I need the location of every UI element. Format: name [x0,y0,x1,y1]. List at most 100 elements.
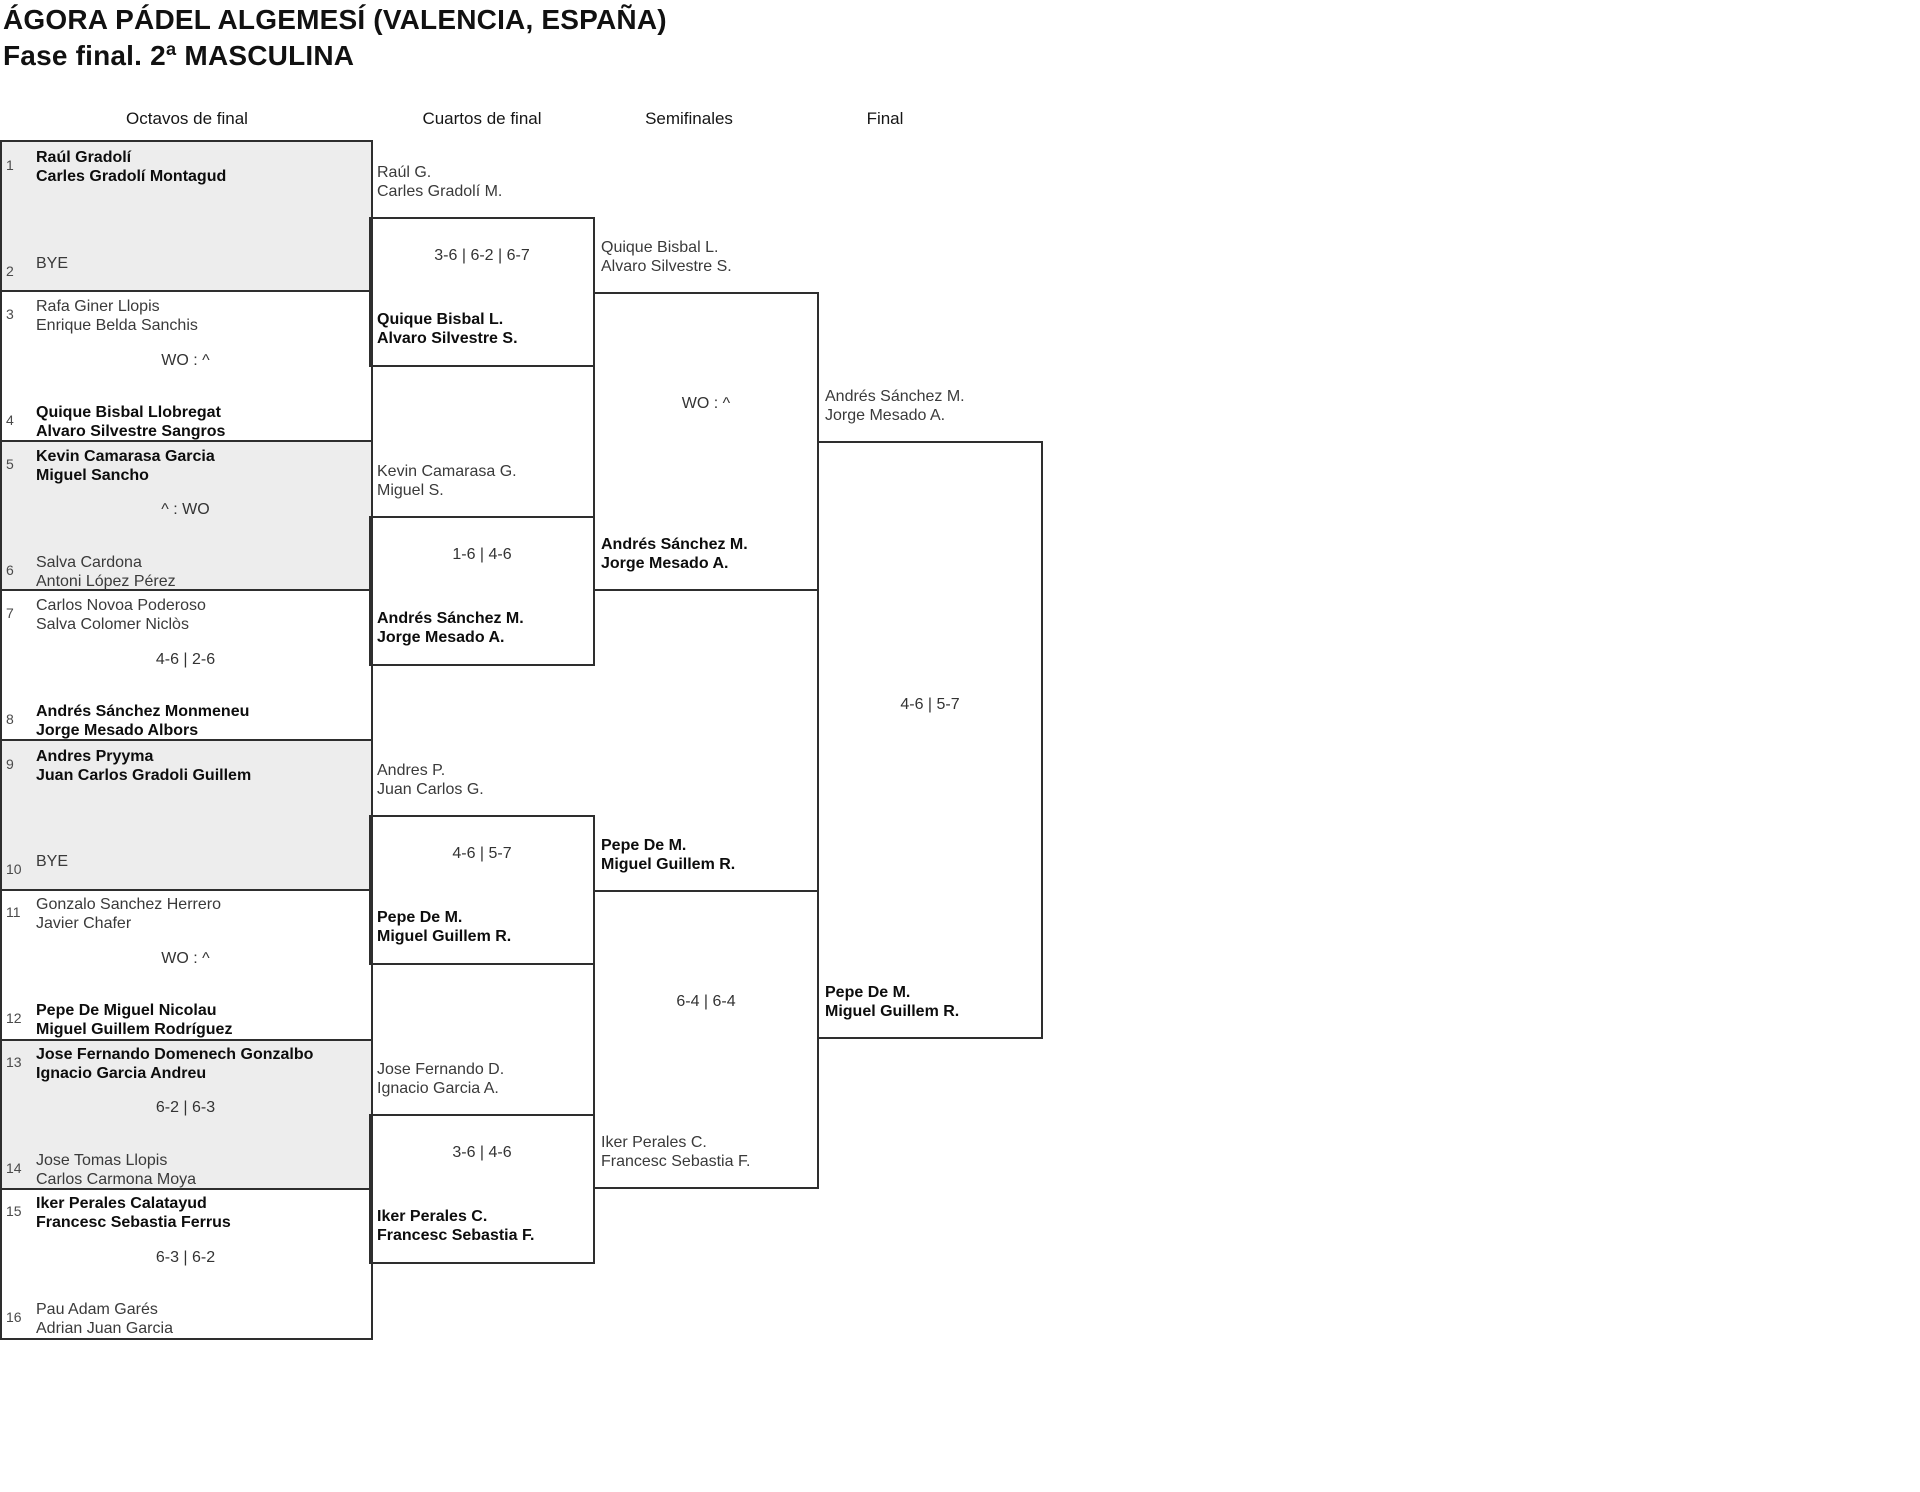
player-name: Iker Perales Calatayud [36,1195,207,1212]
player-name: Raúl Gradolí [36,149,132,166]
player-name: Pepe De M. [601,837,687,854]
seed-number: 9 [6,756,14,772]
player-name: Raúl G. [377,164,432,181]
team-entry: Andrés Sánchez M. Jorge Mesado A. [601,535,748,573]
match-score: WO : ^ [681,395,731,412]
player-name: Salva Colomer Niclòs [36,616,189,633]
team-entry: Andrés Sánchez M. Jorge Mesado A. [377,609,524,647]
team-entry: Andres Pryyma Juan Carlos Gradoli Guille… [36,747,251,785]
player-name: Miguel Sancho [36,467,149,484]
final-match-box [817,441,1043,1039]
player-name: Francesc Sebastia F. [601,1153,751,1170]
player-name: Ignacio Garcia A. [377,1080,499,1097]
player-name: Miguel S. [377,482,444,499]
player-name: Salva Cardona [36,554,142,571]
player-name: Quique Bisbal Llobregat [36,404,221,421]
player-name: Andres Pryyma [36,748,154,765]
semifinal-match-box [593,890,819,1189]
player-name: Andrés Sánchez Monmeneu [36,703,250,720]
seed-number: 12 [6,1010,22,1026]
match-score: 3-6 | 4-6 [452,1144,512,1161]
player-name: Jose Fernando D. [377,1061,505,1078]
seed-number: 14 [6,1160,22,1176]
match-cell [2,142,371,292]
player-name: Juan Carlos Gradoli Guillem [36,767,252,784]
team-entry: Salva Cardona Antoni López Pérez [36,553,176,591]
seed-number: 5 [6,456,14,472]
seed-number: 16 [6,1309,22,1325]
player-name: Pau Adam Garés [36,1301,158,1318]
team-entry: Quique Bisbal L. Alvaro Silvestre S. [601,238,732,276]
seed-number: 13 [6,1054,22,1070]
player-name: Rafa Giner Llopis [36,298,160,315]
round-header-semifinales: Semifinales [645,109,733,128]
player-name: Miguel Guillem R. [601,856,736,873]
match-cell [2,741,371,891]
player-name: BYE [36,255,69,272]
player-name: Andrés Sánchez M. [601,536,748,553]
player-name: Alvaro Silvestre Sangros [36,423,226,440]
player-name: Carles Gradolí M. [377,183,503,200]
team-entry: Iker Perales C. Francesc Sebastia F. [377,1207,534,1245]
player-name: Alvaro Silvestre S. [601,258,732,275]
player-name: Jose Fernando Domenech Gonzalbo [36,1046,314,1063]
match-cell [2,441,371,592]
player-name: Jorge Mesado Albors [36,722,199,739]
team-entry: Kevin Camarasa G. Miguel S. [377,462,517,500]
player-name: Iker Perales C. [377,1208,488,1225]
player-name: Carles Gradolí Montagud [36,168,227,185]
team-entry: Rafa Giner Llopis Enrique Belda Sanchis [36,297,198,335]
team-entry: Carlos Novoa Poderoso Salva Colomer Nicl… [36,596,206,634]
seed-number: 3 [6,306,14,322]
player-name: Alvaro Silvestre S. [377,330,518,347]
match-score: ^ : WO [161,501,210,518]
team-entry: Jose Fernando D. Ignacio Garcia A. [377,1060,504,1098]
player-name: Gonzalo Sanchez Herrero [36,896,221,913]
seed-number: 1 [6,157,14,173]
team-entry: Raúl Gradolí Carles Gradolí Montagud [36,148,226,186]
seed-number: 2 [6,263,14,279]
player-name: Miguel Guillem R. [825,1003,960,1020]
player-name: Miguel Guillem Rodríguez [36,1021,233,1038]
round-header-cuartos: Cuartos de final [422,109,542,128]
match-score: 4-6 | 5-7 [900,696,960,713]
player-name: Carlos Novoa Poderoso [36,597,206,614]
team-entry: Iker Perales Calatayud Francesc Sebastia… [36,1194,231,1232]
match-score: 4-6 | 2-6 [155,651,216,668]
player-name: Adrian Juan Garcia [36,1320,173,1337]
team-entry: Pepe De Miguel Nicolau Miguel Guillem Ro… [36,1001,232,1039]
match-score: WO : ^ [161,950,210,967]
team-entry: Pau Adam Garés Adrian Juan Garcia [36,1300,173,1338]
match-score: 3-6 | 6-2 | 6-7 [434,247,530,264]
match-score: 6-4 | 6-4 [676,993,736,1010]
quarterfinal-match-box [369,1114,595,1264]
player-name: Andres P. [377,762,446,779]
match-score: 4-6 | 5-7 [452,845,512,862]
team-entry: Andrés Sánchez Monmeneu Jorge Mesado Alb… [36,702,249,740]
team-entry: Jose Fernando Domenech Gonzalbo Ignacio … [36,1045,313,1083]
team-entry: BYE [36,254,68,273]
match-cell [2,292,371,442]
player-name: Jorge Mesado A. [825,407,946,424]
player-name: Ignacio Garcia Andreu [36,1065,207,1082]
team-entry: Iker Perales C. Francesc Sebastia F. [601,1133,750,1171]
player-name: Kevin Camarasa G. [377,463,517,480]
player-name: Javier Chafer [36,915,132,932]
team-entry: Gonzalo Sanchez Herrero Javier Chafer [36,895,221,933]
player-name: Pepe De M. [825,984,911,1001]
player-name: Andrés Sánchez M. [377,610,524,627]
player-name: Francesc Sebastia F. [377,1227,535,1244]
tournament-title: ÁGORA PÁDEL ALGEMESÍ (VALENCIA, ESPAÑA) [3,4,667,35]
match-score: 1-6 | 4-6 [452,546,512,563]
player-name: Pepe De Miguel Nicolau [36,1002,217,1019]
quarterfinal-match-box [369,516,595,666]
seed-number: 11 [6,904,21,920]
round-of-16-bracket [0,140,373,1340]
player-name: Antoni López Pérez [36,573,176,590]
seed-number: 15 [6,1203,22,1219]
team-entry: Quique Bisbal L. Alvaro Silvestre S. [377,310,518,348]
match-score: WO : ^ [161,352,210,369]
category-subtitle: Fase final. 2ª MASCULINA [3,40,355,71]
player-name: Juan Carlos G. [377,781,484,798]
match-score: 6-3 | 6-2 [155,1249,216,1266]
